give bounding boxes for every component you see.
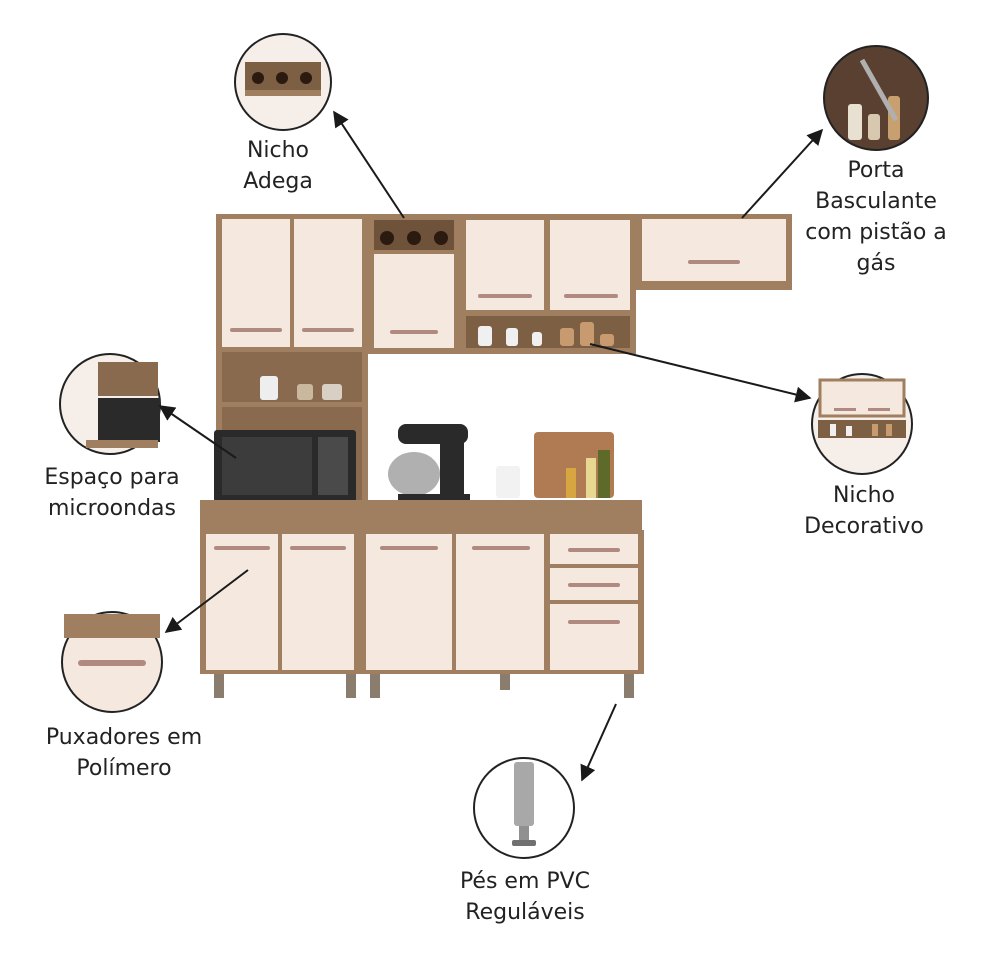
callout-circle-pes-pvc: [473, 757, 575, 859]
niche-shelf: [222, 402, 362, 407]
label-line: Adega: [243, 169, 313, 194]
flip-door: [642, 219, 786, 281]
handle: [380, 546, 438, 550]
jar-decor: [322, 384, 342, 400]
jar-decor: [506, 328, 518, 346]
lower-door-2: [456, 534, 544, 670]
arrow-puxadores: [164, 569, 249, 633]
callout-circle-nicho-adega: [234, 33, 332, 131]
label-line: Reguláveis: [465, 900, 585, 925]
label-pes-pvc: Pés em PVC Reguláveis: [430, 866, 620, 928]
label-line: Nicho: [832, 483, 896, 508]
jar-decor: [600, 334, 614, 346]
label-line: Nicho: [246, 138, 310, 163]
handle: [230, 328, 282, 332]
arrow-nicho-adega: [333, 110, 405, 219]
handle: [564, 294, 618, 298]
cabinet-foot: [624, 674, 634, 698]
label-nicho-decorativo: Nicho Decorativo: [784, 480, 944, 542]
callout-circle-nicho-decorativo: [811, 373, 913, 475]
wine-bottle: [434, 231, 448, 245]
lower-door: [206, 534, 278, 670]
jar-decor: [560, 328, 574, 346]
cabinet-foot: [370, 674, 380, 698]
handle: [290, 546, 346, 550]
jar-decor: [580, 322, 594, 346]
label-line: com pistão a: [805, 220, 947, 245]
bottle: [566, 468, 576, 498]
handle: [568, 548, 620, 552]
jar-decor: [260, 376, 278, 400]
mixer-body: [440, 440, 464, 498]
arrow-nicho-decorativo: [589, 343, 812, 403]
cabinet-foot: [500, 674, 510, 690]
handle: [472, 546, 530, 550]
wine-bottle: [380, 231, 394, 245]
utensil-holder: [496, 466, 520, 498]
label-line: gás: [856, 251, 896, 276]
cabinet-foot: [214, 674, 224, 698]
handle: [568, 583, 620, 587]
label-line: Espaço para: [44, 465, 180, 490]
upper-left-door-2: [294, 219, 362, 347]
handle: [390, 330, 438, 334]
handle: [568, 620, 620, 624]
bottle: [598, 450, 610, 498]
arrow-pes-pvc: [580, 703, 617, 782]
label-line: microondas: [48, 496, 176, 521]
handle: [478, 294, 532, 298]
lower-door: [366, 534, 452, 670]
jar-decor: [532, 332, 542, 346]
mixer-head: [398, 424, 468, 444]
mixer-base: [398, 494, 470, 500]
lower-door-2: [282, 534, 354, 670]
wine-bottle: [407, 231, 421, 245]
callout-circle-porta-basculante: [823, 45, 929, 151]
label-line: Porta: [847, 158, 905, 183]
countertop: [200, 500, 642, 530]
label-line: Decorativo: [804, 514, 924, 539]
label-nicho-adega: Nicho Adega: [218, 135, 338, 197]
handle: [214, 546, 270, 550]
label-line: Pés em PVC: [459, 869, 591, 894]
label-line: Polímero: [76, 756, 172, 781]
label-espaco-microondas: Espaço para microondas: [24, 462, 200, 524]
handle: [688, 260, 740, 264]
bottle: [586, 458, 596, 498]
label-porta-basculante: Porta Basculante com pistão a gás: [788, 155, 964, 279]
drawer: [550, 604, 638, 670]
microwave-panel: [318, 437, 348, 495]
jar-decor: [478, 326, 492, 346]
cabinet-foot: [346, 674, 356, 698]
callout-circle-espaco-microondas: [59, 353, 161, 455]
arrow-porta-basculante: [741, 128, 824, 219]
microwave-window: [222, 437, 312, 495]
callout-circle-puxadores: [61, 611, 163, 713]
upper-left-door: [222, 219, 290, 347]
label-line: Puxadores em: [45, 725, 203, 750]
mixer-bowl: [388, 452, 440, 496]
label-puxadores: Puxadores em Polímero: [24, 722, 224, 784]
jar-decor: [297, 384, 313, 400]
arrows: [158, 110, 824, 782]
kitchen-cabinet: [200, 214, 792, 698]
handle: [302, 328, 354, 332]
label-line: Basculante: [815, 189, 937, 214]
arrow-espaco-microondas: [158, 405, 237, 459]
